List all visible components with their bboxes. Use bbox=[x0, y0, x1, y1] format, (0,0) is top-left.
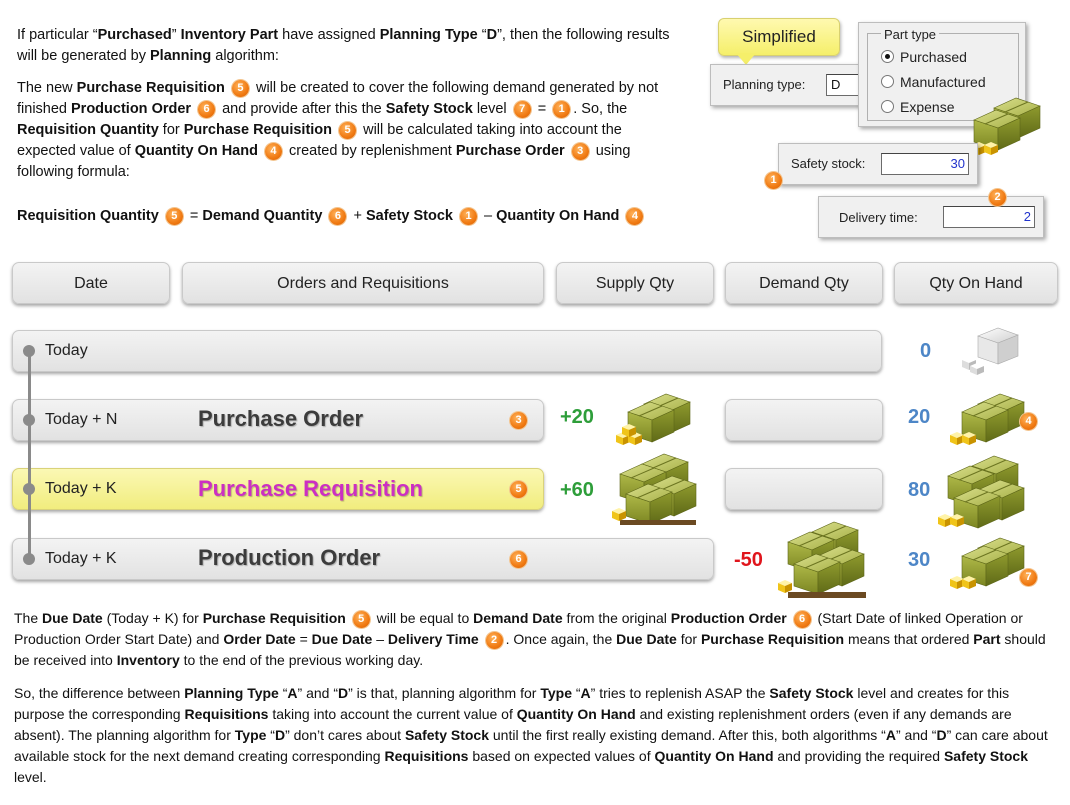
step-badge: 5 bbox=[339, 121, 357, 139]
step-badge: 4 bbox=[264, 142, 282, 160]
demand-pallet-icon bbox=[778, 521, 866, 598]
explanation-text: The new Purchase Requisition 5 will be c… bbox=[17, 79, 659, 180]
radio-empty-icon bbox=[881, 100, 894, 113]
row-bar-purchase-order bbox=[12, 399, 544, 441]
intro-text: If particular “Purchased” Inventory Part… bbox=[17, 27, 670, 64]
onhand-pallet-icon bbox=[938, 455, 1025, 529]
step-badge: 3 bbox=[571, 142, 589, 160]
row-date-production-order: Today + K bbox=[45, 550, 117, 567]
difference-text: So, the difference between Planning Type… bbox=[14, 685, 1048, 785]
radio-empty-icon bbox=[881, 75, 894, 88]
supply-pallet-icon bbox=[612, 453, 697, 525]
radio-expense[interactable]: Expense bbox=[881, 99, 954, 115]
header-orders: Orders and Requisitions bbox=[182, 262, 544, 304]
step-badge: 1 bbox=[553, 100, 571, 118]
order-purchase-order: Purchase Order bbox=[198, 406, 364, 431]
timeline-dot bbox=[23, 553, 35, 565]
radio-label-purchased: Purchased bbox=[900, 49, 967, 65]
badge-purchase-order: 3 bbox=[510, 412, 527, 429]
order-production-order: Production Order bbox=[198, 545, 381, 570]
step-badge: 5 bbox=[231, 79, 249, 97]
radio-purchased[interactable]: Purchased bbox=[881, 49, 967, 65]
formula-text: Requisition Quantity 5 = Demand Quantity… bbox=[17, 206, 777, 227]
step-badge: 1 bbox=[460, 207, 478, 225]
safety-stock-panel: Safety stock: 30 bbox=[778, 143, 978, 185]
row-date-today: Today bbox=[45, 342, 88, 359]
onhand-badge-7: 7 bbox=[1020, 569, 1037, 586]
radio-label-manufactured: Manufactured bbox=[900, 74, 986, 90]
planning-type-panel: Planning type: D bbox=[710, 64, 878, 106]
radio-selected-icon bbox=[881, 50, 894, 63]
badge-purchase-requisition: 5 bbox=[510, 481, 527, 498]
part-type-title: Part type bbox=[881, 27, 940, 42]
step-badge: 5 bbox=[165, 207, 183, 225]
empty-stock-icon bbox=[962, 327, 1019, 375]
due-date-text: The Due Date (Today + K) for Purchase Re… bbox=[14, 610, 1046, 668]
header-onhand: Qty On Hand bbox=[894, 262, 1058, 304]
step-badge: 7 bbox=[513, 100, 531, 118]
delivery-time-panel: Delivery time: 2 bbox=[818, 196, 1044, 238]
step-badge: 4 bbox=[626, 207, 644, 225]
step-badge: 6 bbox=[793, 610, 811, 628]
step-badge: 6 bbox=[329, 207, 347, 225]
callout-pointer bbox=[736, 53, 756, 65]
supply-purchase-requisition: +60 bbox=[560, 479, 594, 501]
planning-type-label: Planning type: bbox=[723, 77, 806, 92]
part-type-group bbox=[867, 33, 1019, 121]
timeline-line bbox=[28, 351, 31, 562]
timeline-dot bbox=[23, 483, 35, 495]
step-badge: 5 bbox=[352, 610, 370, 628]
timeline-dot bbox=[23, 345, 35, 357]
delivery-time-badge: 2 bbox=[989, 189, 1006, 206]
header-supply: Supply Qty bbox=[556, 262, 714, 304]
onhand-badge-4: 4 bbox=[1020, 413, 1037, 430]
step-badge: 6 bbox=[198, 100, 216, 118]
simplified-label: Simplified bbox=[718, 18, 840, 56]
row-date-purchase-order: Today + N bbox=[45, 411, 118, 428]
onhand-production-order: 30 bbox=[908, 549, 931, 571]
timeline-dot bbox=[23, 414, 35, 426]
part-type-panel: Part type Purchased Manufactured Expense bbox=[858, 22, 1026, 127]
row-date-purchase-requisition: Today + K bbox=[45, 480, 117, 497]
safety-stock-badge: 1 bbox=[765, 172, 782, 189]
delivery-time-input[interactable]: 2 bbox=[943, 206, 1035, 228]
header-demand: Demand Qty bbox=[725, 262, 883, 304]
onhand-today: 0 bbox=[920, 340, 932, 362]
delivery-time-label: Delivery time: bbox=[839, 210, 918, 225]
step-badge: 2 bbox=[485, 631, 503, 649]
onhand-purchase-order: 20 bbox=[908, 406, 931, 428]
onhand-purchase-requisition: 80 bbox=[908, 479, 931, 501]
safety-stock-label: Safety stock: bbox=[791, 156, 866, 171]
simplified-callout: Simplified bbox=[718, 18, 842, 65]
radio-label-expense: Expense bbox=[900, 99, 955, 115]
row-bar-purchase-requisition bbox=[12, 468, 544, 510]
row-bar-today bbox=[12, 330, 882, 372]
order-purchase-requisition: Purchase Requisition bbox=[198, 476, 423, 501]
supply-boxes-icon bbox=[616, 393, 691, 445]
safety-stock-input[interactable]: 30 bbox=[881, 153, 969, 175]
demand-cell-purchase-requisition bbox=[725, 468, 883, 510]
radio-manufactured[interactable]: Manufactured bbox=[881, 74, 986, 90]
badge-production-order: 6 bbox=[510, 551, 527, 568]
demand-cell-purchase-order bbox=[725, 399, 883, 441]
demand-production-order: -50 bbox=[734, 549, 763, 571]
planning-type-input[interactable]: D bbox=[826, 74, 868, 96]
supply-purchase-order: +20 bbox=[560, 406, 594, 428]
boxes-icon bbox=[972, 97, 1041, 155]
row-bar-production-order bbox=[12, 538, 714, 580]
header-date: Date bbox=[12, 262, 170, 304]
